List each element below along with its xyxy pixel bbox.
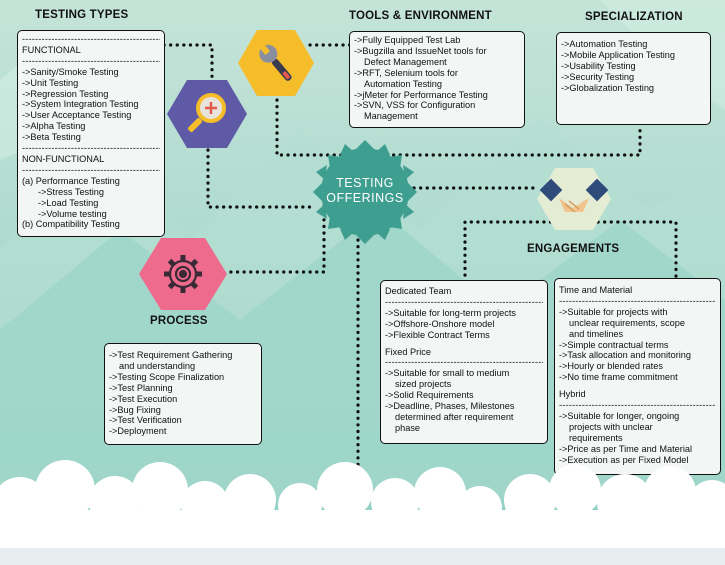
list-item: ->Mobile Application Testing xyxy=(561,49,675,60)
list-item: phase xyxy=(395,422,421,433)
tools-box: ->Fully Equipped Test Lab ->Bugzilla and… xyxy=(349,31,525,128)
list-item: ->Suitable for long-term projects xyxy=(385,307,516,318)
list-item: ->User Acceptance Testing xyxy=(22,110,132,121)
list-item: ->Suitable for projects with xyxy=(559,306,668,317)
list-item: Management xyxy=(364,111,418,122)
heading-tools-environment: TOOLS & ENVIRONMENT xyxy=(349,10,492,22)
list-item: ->Sanity/Smoke Testing xyxy=(22,66,119,77)
list-item: ->Test Execution xyxy=(109,393,178,404)
time-material-title: Time and Material xyxy=(559,285,633,295)
clouds-footer xyxy=(0,460,725,565)
dedicated-team-title: Dedicated Team xyxy=(385,286,452,296)
list-item: ->Simple contractual terms xyxy=(559,339,669,350)
list-item: determined after requirement xyxy=(395,411,514,422)
process-box: ->Test Requirement Gathering and underst… xyxy=(104,343,262,445)
heading-specialization: SPECIALIZATION xyxy=(585,11,683,23)
list-item: ->SVN, VSS for Configuration xyxy=(354,100,476,111)
list-item: ->Unit Testing xyxy=(22,77,79,88)
list-item: ->Test Requirement Gathering xyxy=(109,350,233,360)
list-item: ->Suitable for longer, ongoing xyxy=(559,410,680,421)
list-item: Defect Management xyxy=(364,56,447,67)
list-item: and timelines xyxy=(569,328,624,339)
heading-engagements: ENGAGEMENTS xyxy=(527,243,620,255)
list-item: ->Fully Equipped Test Lab xyxy=(354,35,461,45)
functional-label: FUNCTIONAL xyxy=(22,44,81,55)
gear-icon xyxy=(139,238,227,310)
list-item: ->Deadline, Phases, Milestones xyxy=(385,401,515,412)
wrench-icon xyxy=(238,30,314,96)
specialization-box: ->Automation Testing ->Mobile Applicatio… xyxy=(556,32,711,125)
center-title: TESTING OFFERINGS xyxy=(326,176,404,205)
list-item: ->Suitable for small to medium xyxy=(385,368,510,379)
heading-process: PROCESS xyxy=(150,315,208,327)
list-item: ->Price as per Time and Material xyxy=(559,443,693,454)
list-item: ->Automation Testing xyxy=(561,39,648,49)
list-item: ->Security Testing xyxy=(561,71,635,82)
nonfunctional-label: NON-FUNCTIONAL xyxy=(22,153,105,164)
handshake-icon xyxy=(537,168,611,230)
list-item: ->Test Verification xyxy=(109,415,182,426)
hybrid-title: Hybrid xyxy=(559,389,586,400)
list-item: unclear requirements, scope xyxy=(569,317,685,328)
list-item: ->Regression Testing xyxy=(22,88,109,99)
list-item: (a) Performance Testing xyxy=(22,175,120,186)
list-item: ->Stress Testing xyxy=(38,186,104,197)
list-item: ->System Integration Testing xyxy=(22,99,139,110)
list-item: ->Alpha Testing xyxy=(22,121,86,132)
list-item: ->Offshore-Onshore model xyxy=(385,318,495,329)
list-item: ->Testing Scope Finalization xyxy=(109,371,225,382)
list-item: sized projects xyxy=(395,379,452,390)
list-item: (b) Compatibility Testing xyxy=(22,219,120,230)
list-item: ->No time frame commitment xyxy=(559,372,678,383)
list-item: ->Task allocation and monitoring xyxy=(559,350,692,361)
list-item: ->jMeter for Performance Testing xyxy=(354,89,488,100)
testing-types-box: ----------------------------------------… xyxy=(17,30,165,237)
list-item: and understanding xyxy=(119,360,196,371)
list-item: projects with unclear xyxy=(569,421,653,432)
list-item: ->Beta Testing xyxy=(22,132,81,143)
magnifier-icon xyxy=(167,80,247,148)
list-item: ->Deployment xyxy=(109,426,167,437)
list-item: ->Globalization Testing xyxy=(561,82,655,93)
list-item: ->Solid Requirements xyxy=(385,390,474,401)
list-item: Automation Testing xyxy=(364,78,442,89)
list-item: ->Volume testing xyxy=(38,208,107,219)
list-item: ->Hourly or blended rates xyxy=(559,361,663,372)
list-item: ->Usability Testing xyxy=(561,60,636,71)
heading-testing-types: TESTING TYPES xyxy=(35,9,129,21)
fixed-price-title: Fixed Price xyxy=(385,346,431,357)
list-item: ->Bug Fixing xyxy=(109,404,161,415)
time-material-box: Time and Material ----------------------… xyxy=(554,278,721,475)
list-item: ->Load Testing xyxy=(38,197,99,208)
center-hub-badge xyxy=(313,140,417,244)
list-item: ->Bugzilla and IssueNet tools for xyxy=(354,45,487,56)
list-item: ->Test Planning xyxy=(109,382,173,393)
list-item: ->RFT, Selenium tools for xyxy=(354,67,458,78)
list-item: requirements xyxy=(569,432,623,443)
list-item: ->Execution as per Fixed Model xyxy=(559,454,689,465)
dedicated-team-box: Dedicated Team -------------------------… xyxy=(380,280,548,444)
list-item: ->Flexible Contract Terms xyxy=(385,329,490,340)
